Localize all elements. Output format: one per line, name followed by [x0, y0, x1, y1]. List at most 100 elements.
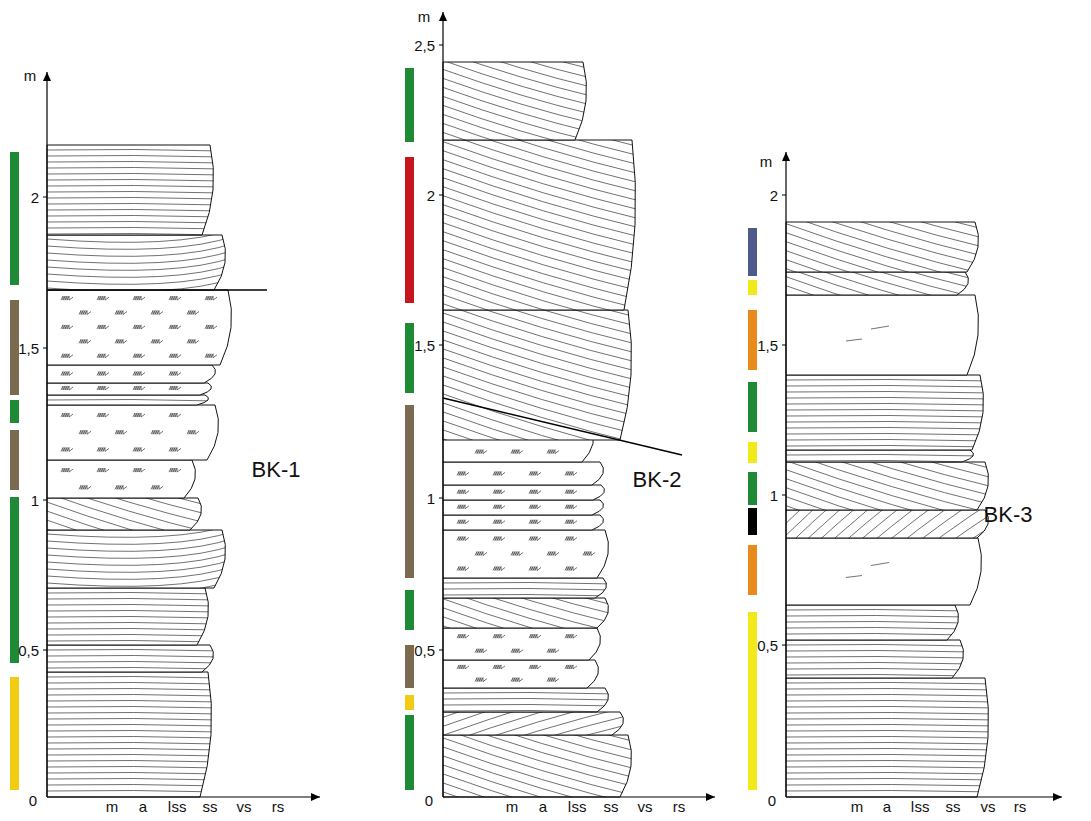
- facies-bar: [10, 300, 19, 395]
- stroke: [786, 524, 997, 587]
- stroke: [443, 706, 632, 763]
- stroke: [443, 599, 617, 651]
- stroke: [47, 538, 210, 587]
- bed-outline: [443, 462, 604, 485]
- lamination: [786, 379, 992, 447]
- lamination: [457, 490, 577, 494]
- lamination: [443, 666, 640, 821]
- stroke: [786, 506, 997, 569]
- stroke: [786, 650, 972, 652]
- ripple-mark: [61, 468, 73, 472]
- stroke: [786, 391, 992, 393]
- stroke: [786, 268, 977, 325]
- stroke: [443, 688, 632, 745]
- lamination: [61, 386, 181, 390]
- depth-label: 2: [770, 188, 778, 203]
- bed-fill: [443, 530, 609, 578]
- ripple-mark: [583, 552, 595, 556]
- lamination: [846, 326, 889, 341]
- grain-size-label: a: [883, 799, 891, 814]
- stroke: [443, 582, 615, 584]
- ripple-mark: [133, 447, 145, 451]
- ripple-mark: [97, 447, 109, 451]
- depth-label: 1: [427, 491, 435, 506]
- bed-outline: [786, 538, 982, 605]
- bed-fill: [443, 598, 609, 628]
- stroke: [786, 712, 997, 714]
- bed-fill: [443, 628, 601, 660]
- stroke: [443, 692, 617, 694]
- tick: [43, 500, 47, 501]
- grain-size-label: vs: [981, 799, 996, 814]
- bed-outline: [443, 515, 604, 530]
- ripple-mark: [529, 505, 541, 509]
- ripple-mark: [115, 311, 127, 315]
- stroke: [47, 598, 217, 600]
- stroke: [47, 655, 222, 657]
- stroke: [443, 756, 640, 815]
- stroke: [443, 159, 595, 205]
- stroke: [786, 546, 997, 715]
- stroke: [47, 790, 220, 792]
- stroke: [786, 341, 987, 401]
- stroke: [443, 733, 632, 790]
- depth-axis: [46, 72, 47, 797]
- grain-size-label: vs: [638, 799, 653, 814]
- ripple-mark: [565, 505, 577, 509]
- bed-outline: [443, 530, 609, 578]
- grain-size-label: rs: [1014, 799, 1027, 814]
- ripple-mark: [457, 537, 469, 541]
- ripple-mark: [151, 485, 163, 489]
- ripple-mark: [511, 450, 523, 454]
- bed-outline: [786, 462, 989, 510]
- ripple-mark: [205, 296, 217, 300]
- stroke: [786, 569, 997, 632]
- ripple-mark: [79, 339, 91, 343]
- ripple-mark: [151, 339, 163, 343]
- ripple-mark: [565, 634, 577, 638]
- stroke: [443, 403, 640, 462]
- erosion-surface: [47, 289, 267, 291]
- stroke: [47, 399, 217, 401]
- depth-label: 0,5: [18, 643, 39, 658]
- depth-label: 2: [31, 190, 39, 205]
- ripple-mark: [133, 296, 145, 300]
- stroke: [786, 615, 967, 617]
- ripple-mark: [511, 552, 523, 556]
- bed-fill: [47, 383, 212, 395]
- grain-size-label: rs: [673, 799, 686, 814]
- stroke: [443, 626, 617, 678]
- bed-outline: [786, 295, 979, 375]
- grain-size-label: vs: [237, 799, 252, 814]
- facies-bar: [405, 590, 414, 630]
- stroke: [47, 545, 234, 558]
- ripple-mark: [493, 471, 505, 475]
- stroke: [47, 457, 210, 506]
- bed-fill: [786, 640, 964, 678]
- ripple-mark: [565, 567, 577, 571]
- stroke: [786, 551, 997, 614]
- stroke: [443, 295, 644, 355]
- stroke: [443, 430, 640, 489]
- bed-outline: [443, 485, 605, 500]
- stroke: [47, 778, 220, 780]
- tick: [43, 348, 47, 349]
- stroke: [47, 700, 220, 702]
- section-name: BK-2: [633, 469, 682, 491]
- ripple-mark: [61, 372, 73, 376]
- stroke: [443, 819, 640, 821]
- ripple-mark: [169, 354, 181, 358]
- tick: [782, 495, 786, 496]
- stroke: [443, 15, 595, 61]
- stroke: [47, 552, 234, 565]
- stroke: [786, 497, 997, 560]
- bed-outline: [443, 735, 632, 797]
- stroke: [443, 367, 644, 427]
- ripple-mark: [97, 468, 109, 472]
- tick: [439, 498, 443, 499]
- bed-outline: [47, 235, 226, 290]
- stroke: [47, 185, 222, 187]
- stroke: [47, 583, 210, 632]
- stroke: [47, 766, 220, 768]
- stroke: [443, 698, 617, 700]
